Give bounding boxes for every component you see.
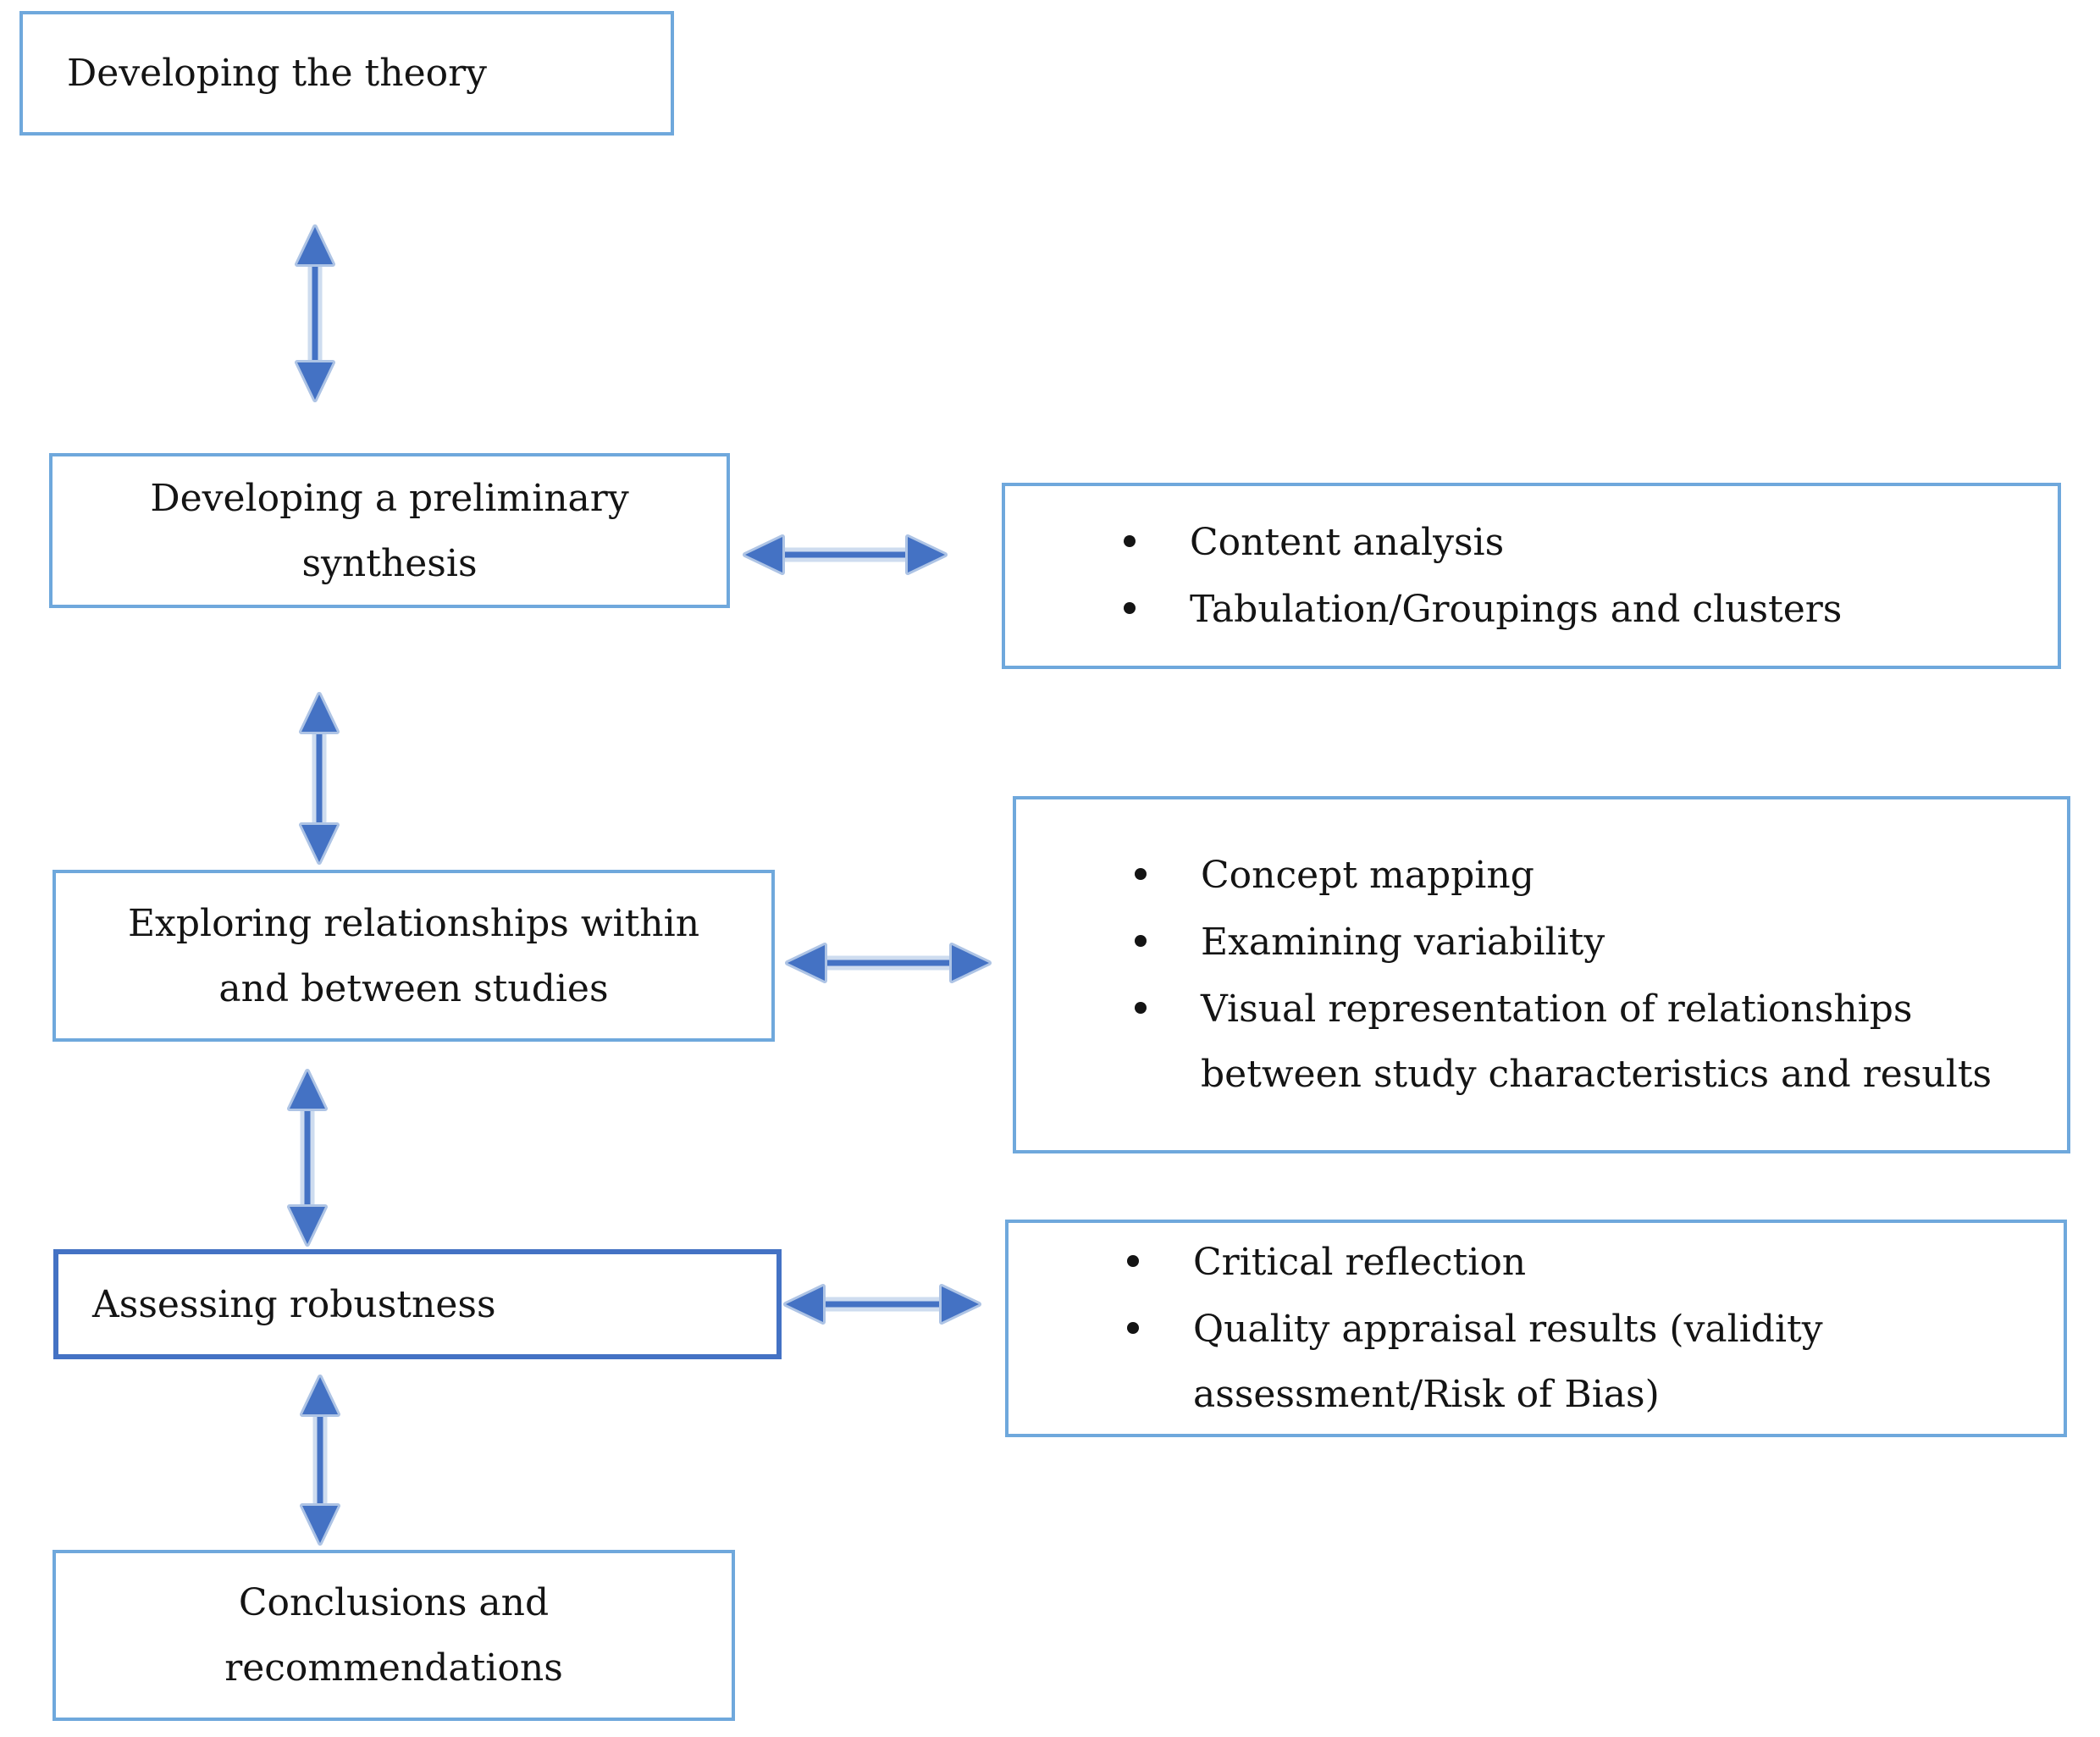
bullet-item: Critical reflection (1009, 1230, 2064, 1295)
bullet-dot-icon (1135, 1002, 1147, 1014)
step-box-developing-theory: Developing the theory (19, 11, 674, 136)
bullet-list: Critical reflection Quality appraisal re… (1009, 1228, 2064, 1429)
bullet-item: Concept mapping (1016, 843, 2067, 908)
bullet-text: Tabulation/Groupings and clusters (1190, 588, 1843, 631)
horizontal-double-arrow-icon (783, 1284, 981, 1325)
bullet-list: Content analysis Tabulation/Groupings an… (1005, 508, 2058, 644)
bullet-text: Content analysis (1190, 521, 1505, 564)
step-box-preliminary-synthesis: Developing a preliminary synthesis (49, 453, 730, 608)
step-label: Developing the theory (67, 52, 487, 95)
horizontal-double-arrow-icon (785, 943, 992, 983)
vertical-double-arrow-icon (295, 224, 335, 402)
bullet-text: Visual representation of relationships b… (1201, 987, 1992, 1096)
bullet-dot-icon (1127, 1322, 1139, 1334)
bullet-text: Quality appraisal results (validity asse… (1193, 1308, 1823, 1416)
step-box-assessing-robustness: Assessing robustness (53, 1249, 782, 1359)
vertical-double-arrow-icon (300, 1375, 340, 1546)
step-label: Assessing robustness (92, 1282, 496, 1326)
step-label: Exploring relationships within and betwe… (127, 901, 700, 1010)
bullet-dot-icon (1127, 1255, 1139, 1267)
horizontal-double-arrow-icon (743, 534, 948, 575)
bullet-text: Concept mapping (1201, 854, 1534, 897)
step-label: Developing a preliminary synthesis (150, 476, 629, 585)
bullet-item: Visual representation of relationships b… (1016, 976, 2067, 1107)
detail-box-exploring-relationships: Concept mapping Examining variability Vi… (1013, 796, 2070, 1153)
bullet-item: Tabulation/Groupings and clusters (1005, 577, 2058, 642)
bullet-dot-icon (1124, 602, 1136, 614)
detail-box-assessing-robustness: Critical reflection Quality appraisal re… (1005, 1220, 2067, 1437)
bullet-dot-icon (1124, 535, 1136, 547)
bullet-text: Examining variability (1201, 921, 1605, 964)
step-box-conclusions-recommendations: Conclusions and recommendations (52, 1550, 735, 1721)
step-box-exploring-relationships: Exploring relationships within and betwe… (52, 870, 775, 1042)
bullet-text: Critical reflection (1193, 1241, 1527, 1284)
vertical-double-arrow-icon (299, 692, 340, 865)
bullet-item: Quality appraisal results (validity asse… (1009, 1297, 2064, 1427)
step-label: Conclusions and recommendations (224, 1581, 563, 1690)
bullet-item: Examining variability (1016, 910, 2067, 975)
bullet-dot-icon (1135, 935, 1147, 947)
vertical-double-arrow-icon (287, 1069, 328, 1247)
bullet-item: Content analysis (1005, 510, 2058, 575)
bullet-list: Concept mapping Examining variability Vi… (1016, 841, 2067, 1109)
detail-box-preliminary-synthesis: Content analysis Tabulation/Groupings an… (1002, 483, 2061, 669)
bullet-dot-icon (1135, 868, 1147, 880)
